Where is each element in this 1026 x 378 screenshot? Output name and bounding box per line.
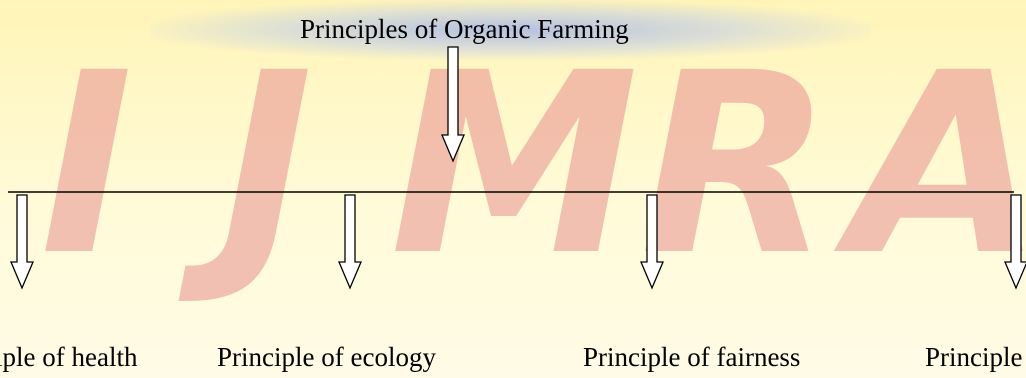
watermark-blue-band bbox=[150, 0, 870, 60]
watermark-letter-r: R bbox=[640, 19, 833, 310]
branch-arrow-fairness bbox=[640, 194, 664, 290]
diagram-title: Principles of Organic Farming bbox=[300, 14, 629, 44]
branch-arrow-health bbox=[10, 194, 34, 290]
branch-label-care: Principle of care bbox=[925, 342, 1026, 372]
branch-label-ecology: Principle of ecology bbox=[217, 342, 436, 372]
branch-label-fairness: Principle of fairness bbox=[583, 342, 801, 372]
branch-arrow-ecology bbox=[338, 194, 362, 290]
branch-arrow-care bbox=[1004, 194, 1026, 290]
watermark-letter-m: M bbox=[390, 19, 639, 310]
watermark-letter-a: A bbox=[850, 19, 1026, 310]
watermark-letter-j: J bbox=[220, 19, 314, 310]
branch-label-health: Principle of health bbox=[0, 342, 138, 372]
main-down-arrow bbox=[441, 46, 465, 163]
watermark-letter-i: I bbox=[40, 19, 134, 310]
